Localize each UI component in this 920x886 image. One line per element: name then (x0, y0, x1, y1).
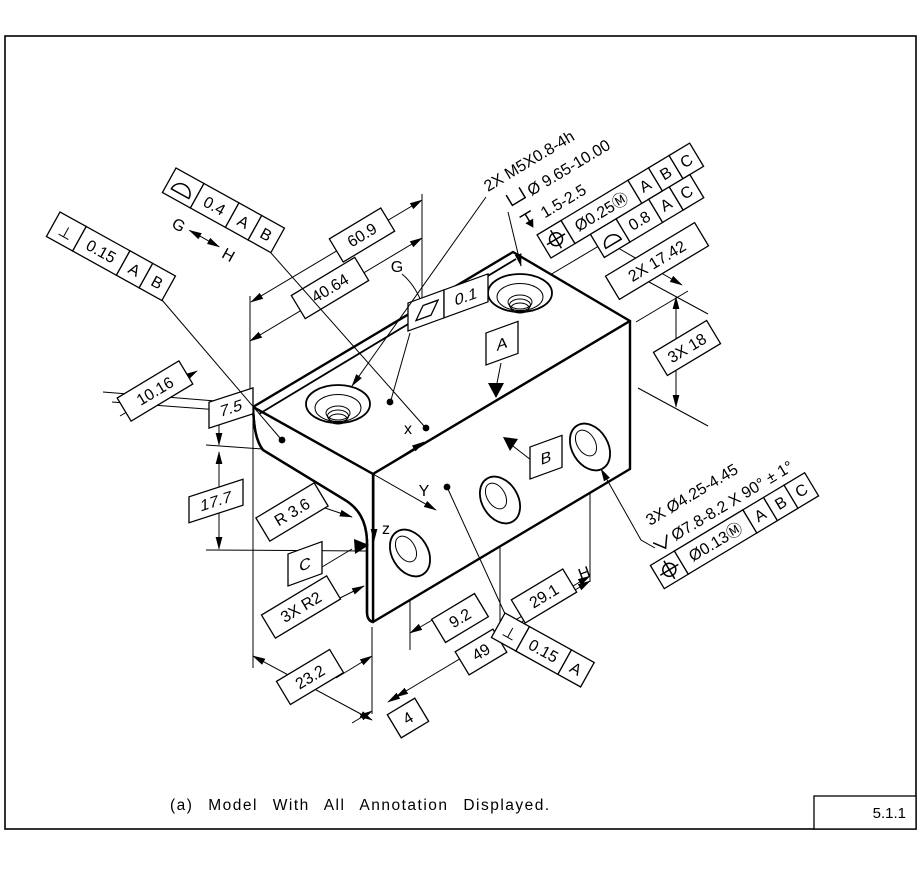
top-hole-left (305, 384, 371, 425)
countersink-icon (652, 534, 668, 550)
flatness-icon (414, 298, 440, 322)
point-h-label: H (576, 564, 593, 584)
dim-7-5: 7.5 (208, 386, 254, 446)
dim-29-1: 29.1 H (499, 564, 593, 630)
thread-position-fcf: Ø0.25Ⓜ A B C (536, 142, 705, 259)
svg-text:C: C (299, 553, 311, 576)
profile-surface-icon (603, 233, 623, 250)
svg-text:49: 49 (470, 641, 494, 665)
axis-x-label: x (404, 421, 412, 438)
dim-23-2: 23.2 (252, 648, 373, 721)
datum-a: A (485, 320, 519, 398)
counterbore-icon (505, 186, 527, 207)
front-hole-middle (479, 475, 521, 525)
part-block (251, 250, 632, 624)
dim-17-7: 17.7 (188, 451, 244, 550)
figure-number-box: 5.1.1 (813, 795, 917, 830)
svg-text:0.1: 0.1 (455, 283, 477, 309)
depth-icon (519, 210, 534, 228)
svg-text:7.5: 7.5 (220, 396, 242, 421)
profile-surface-icon (170, 182, 191, 200)
position-icon (546, 229, 566, 249)
position-icon (659, 560, 679, 580)
svg-text:A: A (497, 333, 508, 355)
coordinate-triad: x Y z (370, 421, 437, 542)
thread-profile-fcf: 0.8 A C (589, 173, 705, 259)
fcf-flatness: 0.1 (386, 272, 489, 406)
axis-z-label: z (382, 521, 390, 538)
left-rounded-silhouette (251, 405, 375, 624)
front-hole-left (389, 528, 431, 578)
figure-caption: (a) Model With All Annotation Displayed. (170, 797, 551, 814)
datum-b: B (503, 434, 563, 480)
figure-number: 5.1.1 (873, 805, 906, 822)
svg-text:B: B (541, 447, 552, 469)
point-g-label: G (391, 259, 403, 276)
drawing-border (4, 35, 917, 830)
axis-y-label: Y (419, 483, 430, 500)
fcf-perpendicularity-bottom: ⊥ 0.15 A (443, 483, 596, 688)
datum-c: C (287, 539, 369, 587)
thread-callout: 2X M5X0.8-4h Ø 9.65-10.00 1.5-2.5 (351, 128, 705, 387)
